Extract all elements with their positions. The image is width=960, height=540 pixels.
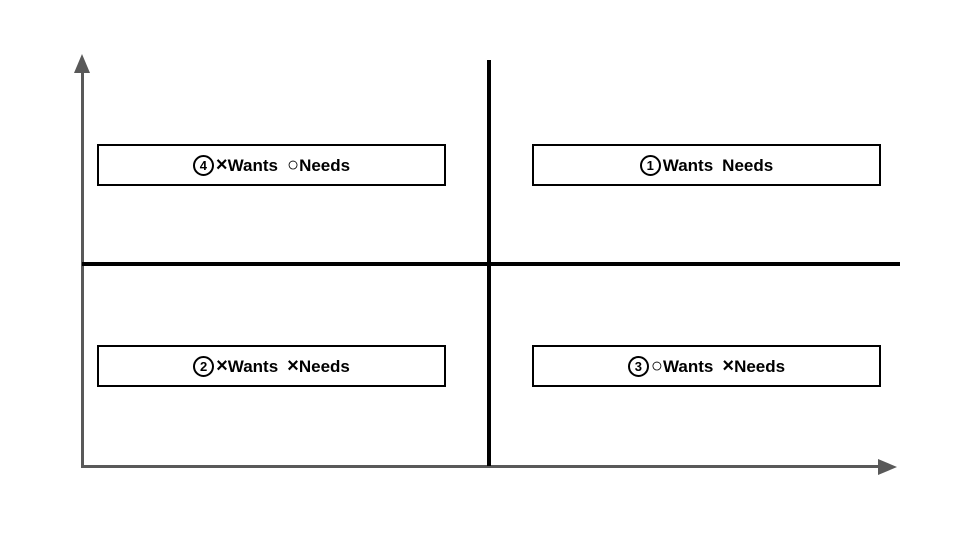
wants-group: ○ Wants [651,356,713,376]
circled-number-2: 2 [193,355,215,377]
x-axis-line [81,465,881,468]
circled-number-3: 3 [627,355,649,377]
needs-cross-mark: × [287,355,299,377]
quadrant-box-3: 3 ○ Wants × Needs [532,345,881,387]
wants-cross-mark: × [215,154,228,176]
wants-label: Wants [227,356,279,376]
needs-group: × Needs [722,356,785,376]
wants-group: × Wants [216,155,278,175]
circled-number-1: 1 [639,154,661,176]
needs-group: Needs [722,157,773,174]
quadrant-box-1: 1 Wants Needs [532,144,881,186]
circled-number-4: 4 [192,154,214,176]
needs-group: × Needs [287,356,350,376]
needs-label: Needs [722,155,774,175]
wants-label: Wants [662,155,714,175]
wants-group: × Wants [216,356,278,376]
wants-circle-mark: ○ [650,355,663,377]
wants-cross-mark: × [216,355,228,377]
horizontal-divider-line [82,262,900,266]
needs-cross-mark: × [722,355,735,377]
wants-group: Wants [663,157,713,174]
needs-label: Needs [298,356,350,376]
needs-circle-mark: ○ [286,154,300,176]
wants-label: Wants [663,356,714,376]
x-axis-arrow-right-icon [878,459,897,475]
y-axis-arrow-up-icon [74,54,90,73]
needs-label: Needs [299,155,351,175]
quadrant-box-4: 4 × Wants ○ Needs [97,144,446,186]
y-axis-line [81,70,84,468]
needs-group: ○ Needs [287,155,350,175]
wants-label: Wants [227,155,278,175]
needs-label: Needs [734,356,786,376]
quadrant-box-2: 2 × Wants × Needs [97,345,446,387]
